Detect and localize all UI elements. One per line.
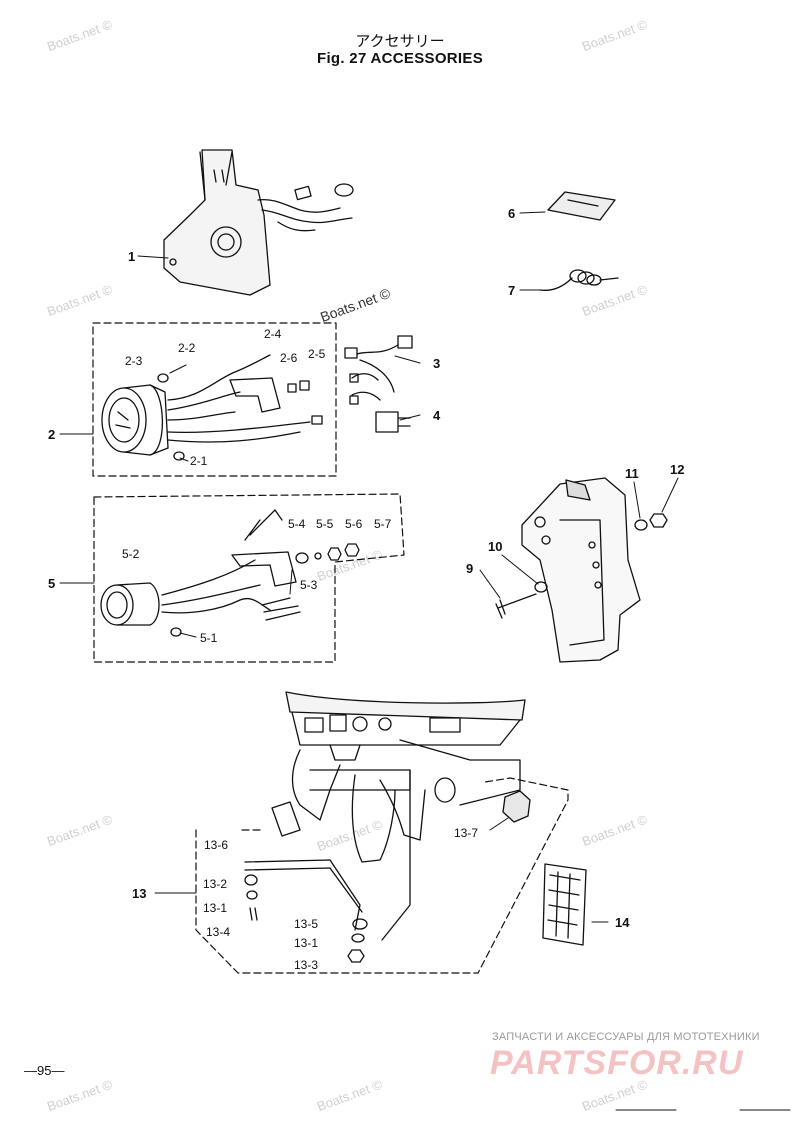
fuse-holder-drawing [375, 411, 411, 433]
callout-12: 12 [670, 462, 684, 477]
title-japanese: アクセサリー [355, 32, 445, 50]
callout-5-1: 5-1 [200, 631, 218, 645]
callout-13-1-a: 13-1 [203, 901, 227, 915]
callout-13: 13 [132, 886, 146, 901]
callout-13-2: 13-2 [203, 877, 227, 891]
remote-control-box-drawing [163, 149, 354, 296]
callout-5-2: 5-2 [122, 547, 140, 561]
callout-2-5: 2-5 [308, 347, 326, 361]
callout-5-3: 5-3 [300, 578, 318, 592]
transom-bracket-drawing [495, 477, 668, 663]
callout-13-1-b: 13-1 [294, 936, 318, 950]
leader-lines [59, 211, 679, 923]
caution-plate-drawing [542, 863, 587, 946]
figure-title: Fig. 27 ACCESSORIES [316, 50, 483, 67]
callout-2-1: 2-1 [190, 454, 208, 468]
callout-2-4: 2-4 [264, 327, 282, 341]
tachometer-drawing [101, 354, 323, 461]
callout-7: 7 [508, 283, 515, 298]
callout-5-5: 5-5 [316, 517, 334, 531]
decal-drawing [547, 191, 616, 221]
callout-13-5: 13-5 [294, 917, 318, 931]
callout-5-4: 5-4 [288, 517, 306, 531]
brand-logo: PARTSFOR.RU [490, 1044, 744, 1082]
spring-drawing [539, 269, 619, 291]
callout-2: 2 [48, 427, 55, 442]
callout-2-2: 2-2 [178, 341, 196, 355]
callout-10: 10 [488, 539, 502, 554]
callout-3: 3 [433, 356, 440, 371]
page-number: —95— [24, 1063, 65, 1078]
engine-steering-drawing [244, 691, 531, 963]
callout-11: 11 [625, 466, 639, 481]
callout-5-7: 5-7 [374, 517, 392, 531]
callout-13-6: 13-6 [204, 838, 228, 852]
callout-5: 5 [48, 576, 55, 591]
wiring-harness-drawing [344, 335, 413, 405]
callout-2-6: 2-6 [280, 351, 298, 365]
callout-9: 9 [466, 561, 473, 576]
callout-5-6: 5-6 [345, 517, 363, 531]
callout-6: 6 [508, 206, 515, 221]
callout-1: 1 [128, 249, 135, 264]
callout-14: 14 [615, 915, 630, 930]
trim-meter-drawing [100, 509, 360, 637]
callout-13-7: 13-7 [454, 826, 478, 840]
callout-13-3: 13-3 [294, 958, 318, 972]
callout-2-3: 2-3 [125, 354, 143, 368]
callout-13-4: 13-4 [206, 925, 230, 939]
brand-subtitle: ЗАПЧАСТИ И АКСЕССУАРЫ ДЛЯ МОТОТЕХНИКИ [492, 1031, 760, 1043]
callout-4: 4 [433, 408, 441, 423]
